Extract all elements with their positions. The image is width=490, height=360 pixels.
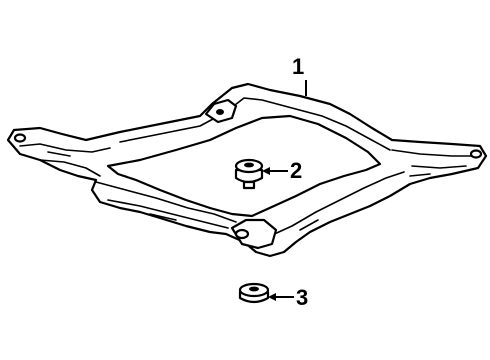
callout-2: 2 xyxy=(262,158,302,183)
front-mount-hole xyxy=(234,228,250,240)
front-center-bracket xyxy=(230,218,278,250)
front-rail-ridge xyxy=(95,181,237,223)
upper-insulator-hole xyxy=(244,162,254,168)
frame-shading-1 xyxy=(47,151,71,157)
callout-1: 1 xyxy=(292,54,307,96)
callout-number-2: 2 xyxy=(290,158,302,183)
frame-shading-4 xyxy=(299,219,319,231)
upper-mount-insulator xyxy=(234,158,264,190)
callout-number-3: 3 xyxy=(296,285,308,310)
right-mount-hole xyxy=(469,149,483,159)
left-arm-lower-edge xyxy=(39,159,101,177)
frame-shading-2 xyxy=(409,173,431,177)
rear-rail-ridge xyxy=(119,97,391,151)
left-arm-ridge xyxy=(19,143,111,153)
rear-mount-hole xyxy=(216,109,224,115)
front-rail-lower-edge xyxy=(107,199,229,229)
callout-number-1: 1 xyxy=(292,54,304,79)
right-arm-lower-edge xyxy=(411,165,467,169)
callout-3-arrowhead xyxy=(268,293,276,301)
frame-shading-3 xyxy=(149,213,177,221)
callout-2-arrowhead xyxy=(262,167,270,175)
front-rail-ridge-right xyxy=(269,171,405,237)
right-arm-ridge xyxy=(391,149,477,157)
callout-3: 3 xyxy=(268,285,308,310)
upper-insulator-stud xyxy=(242,180,256,190)
lower-insulator-hole xyxy=(249,286,259,292)
left-mount-hole xyxy=(13,133,27,143)
lower-mount-insulator xyxy=(238,282,270,304)
